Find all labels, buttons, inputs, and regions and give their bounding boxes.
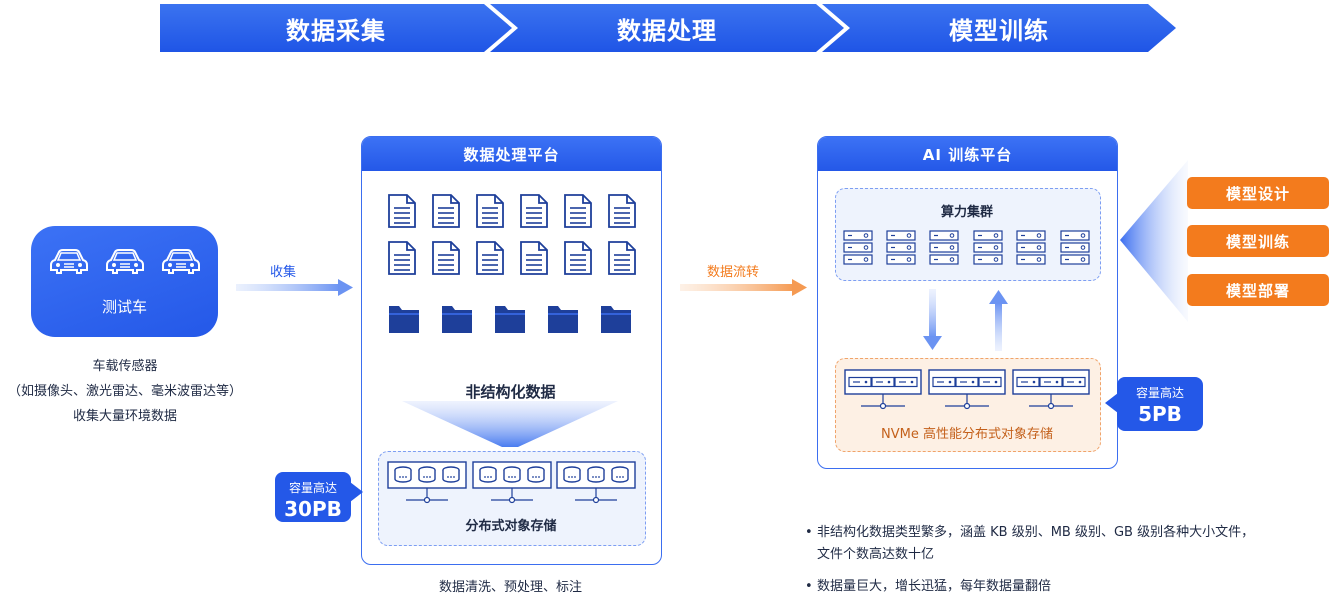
stage-data-processing: 数据处理 xyxy=(490,4,844,52)
funnel-beam xyxy=(402,401,618,447)
processing-footer: 数据清洗、预处理、标注 xyxy=(438,580,582,595)
panel-title: AI 训练平台 xyxy=(818,137,1117,171)
capacity-caption: 容量高达 xyxy=(1135,386,1184,400)
car-desc-line: 车载传感器 xyxy=(92,359,158,374)
note-text: 数据量巨大，增长迅猛，每年数据量翻倍 xyxy=(817,579,1052,594)
storage-node-group xyxy=(386,460,638,506)
car-description: 车载传感器 （如摄像头、激光雷达、毫米波雷达等） 收集大量环境数据 xyxy=(0,354,250,429)
badge-pointer xyxy=(1105,393,1118,413)
car-desc-line: 收集大量环境数据 xyxy=(72,409,177,424)
note-item: • 数据量巨大，增长迅猛，每年数据量翻倍 xyxy=(805,576,1327,598)
flow-arrow-label: 数据流转 xyxy=(707,265,760,280)
stage-label: 模型训练 xyxy=(949,16,1049,45)
stage-model-training: 模型训练 xyxy=(822,4,1176,52)
panel-title: 数据处理平台 xyxy=(362,137,661,171)
capacity-badge-30pb: 容量高达 30PB xyxy=(275,472,351,522)
data-flow-arrow xyxy=(680,279,807,296)
compute-cluster-label: 算力集群 xyxy=(940,205,993,220)
note-text: 文件个数高达数十亿 xyxy=(817,547,935,562)
unstructured-data-label: 非结构化数据 xyxy=(465,383,556,401)
nvme-node-group xyxy=(843,368,1093,412)
car-desc-line: （如摄像头、激光雷达、毫米波雷达等） xyxy=(7,384,242,399)
distributed-storage-label: 分布式对象存储 xyxy=(465,519,557,534)
stage-label: 数据处理 xyxy=(617,16,717,45)
test-car-card: 测试车 xyxy=(31,226,218,337)
note-text: 非结构化数据类型繁多，涵盖 KB 级别、MB 级别、GB 级别各种大小文件， xyxy=(817,525,1255,540)
bullet-dot: • xyxy=(805,525,813,540)
car-icon xyxy=(105,249,144,274)
note-item: • 非结构化数据类型繁多，涵盖 KB 级别、MB 级别、GB 级别各种大小文件，… xyxy=(805,522,1327,566)
document-icon-grid xyxy=(388,194,636,275)
bidirectional-arrows xyxy=(923,289,1008,351)
server-rack-group xyxy=(842,228,1094,268)
task-model-deployment: 模型部署 xyxy=(1187,274,1329,306)
collect-arrow-label: 收集 xyxy=(270,265,297,280)
car-label: 测试车 xyxy=(101,298,147,316)
badge-pointer xyxy=(350,482,363,502)
capacity-caption: 容量高达 xyxy=(288,481,337,495)
collect-arrow xyxy=(236,279,353,296)
car-icon xyxy=(49,249,88,274)
capacity-value: 5PB xyxy=(1138,402,1182,426)
capacity-value: 30PB xyxy=(284,497,342,521)
car-icon xyxy=(161,249,200,274)
task-model-design: 模型设计 xyxy=(1187,177,1329,209)
bullet-dot: • xyxy=(805,579,813,594)
stage-label: 数据采集 xyxy=(286,16,386,45)
stage-data-collection: 数据采集 xyxy=(160,4,512,52)
nvme-storage-label: NVMe 高性能分布式对象存储 xyxy=(881,427,1053,442)
folder-icon-row xyxy=(388,305,632,334)
capacity-badge-5pb: 容量高达 5PB xyxy=(1117,377,1203,431)
task-fan-beam xyxy=(1120,160,1188,322)
compute-cluster-box xyxy=(835,188,1101,281)
task-model-training: 模型训练 xyxy=(1187,225,1329,257)
